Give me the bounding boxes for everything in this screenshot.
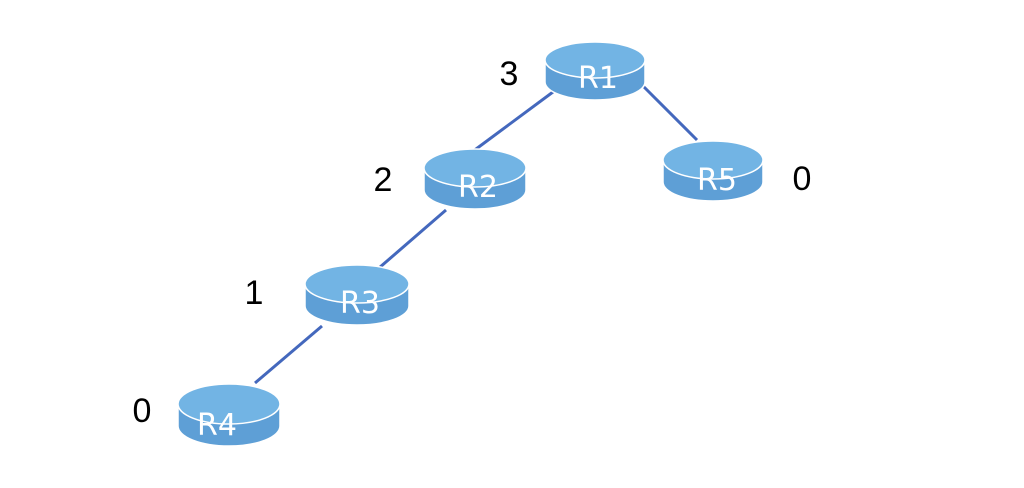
hop-labels: 3 2 1 0 0 — [133, 55, 812, 430]
link-r3-r4 — [254, 324, 323, 385]
router-r1[interactable]: R1 — [544, 41, 646, 101]
hop-count-r3: 1 — [245, 274, 264, 312]
router-r3-label: R3 — [340, 286, 380, 321]
hop-count-r4: 0 — [133, 392, 152, 430]
router-r4-label: R4 — [197, 408, 237, 443]
router-r3[interactable]: R3 — [304, 264, 410, 326]
router-r4[interactable]: R4 — [177, 383, 281, 447]
router-r2[interactable]: R2 — [423, 148, 527, 210]
hop-count-r1: 3 — [500, 55, 519, 93]
hop-count-r5: 0 — [793, 160, 812, 198]
router-r5[interactable]: R5 — [662, 140, 764, 202]
links — [254, 83, 699, 385]
router-r3-top — [304, 264, 410, 304]
link-r2-r3 — [378, 208, 447, 270]
link-r1-r2 — [471, 87, 558, 154]
router-r4-top — [177, 383, 281, 425]
link-r1-r5 — [640, 83, 699, 142]
router-r2-top — [423, 148, 527, 188]
router-r5-top — [662, 140, 764, 180]
router-r5-label: R5 — [697, 163, 737, 198]
router-r2-label: R2 — [458, 170, 498, 205]
router-r1-label: R1 — [578, 61, 618, 96]
router-r1-top — [544, 41, 646, 79]
hop-count-r2: 2 — [374, 161, 393, 199]
